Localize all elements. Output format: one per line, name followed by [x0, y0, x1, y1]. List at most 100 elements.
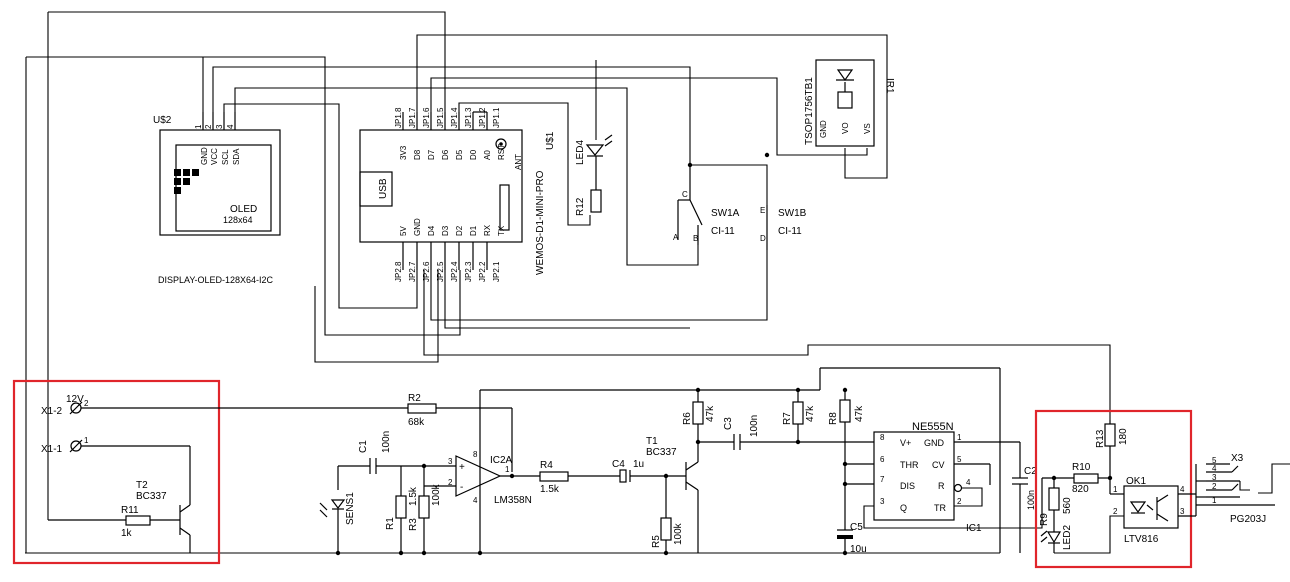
r9-label: R9 — [1039, 513, 1050, 526]
pin-num: 5 — [1212, 456, 1217, 465]
x11-label: X1-1 — [41, 444, 63, 455]
pin-label: D — [760, 234, 766, 243]
oled-text: OLED — [230, 204, 257, 215]
c1-label: C1 — [358, 440, 369, 453]
r1-label: R1 — [385, 517, 396, 530]
r13-value: 180 — [1118, 428, 1129, 445]
pin-label: THR — [900, 460, 919, 470]
pin-num: 1 — [957, 433, 962, 442]
pin-num: 3 — [1212, 473, 1217, 482]
r7-value: 47k — [805, 405, 816, 422]
c4-value: 1u — [633, 459, 644, 470]
led4-r12: LED4 R12 — [575, 134, 613, 216]
pin-label: E — [760, 206, 765, 215]
pin-label: CV — [932, 460, 945, 470]
pin-label: GND — [924, 438, 945, 448]
t2-value: BC337 — [136, 491, 167, 502]
signal-label: TX — [497, 225, 506, 236]
r8-value: 47k — [854, 405, 865, 422]
pin-num: 2 — [957, 497, 962, 506]
pin-num: 8 — [880, 433, 885, 442]
wemos-bottom-pins: 5V GND D4 D3 D2 D1 RX TX JP2.8 JP2.7 JP2… — [394, 218, 506, 282]
c3-label: C3 — [723, 417, 734, 430]
pin-label: V+ — [900, 438, 911, 448]
pin-num: 4 — [966, 478, 971, 487]
signal-label: D2 — [455, 225, 464, 236]
pin-label: A — [673, 233, 679, 242]
pin-label: R — [938, 481, 945, 491]
pin-label: DIS — [900, 481, 915, 491]
pin-label: JP1.2 — [478, 107, 487, 128]
oled-pin-label: GND — [200, 147, 209, 165]
c1-value: 100n — [381, 431, 392, 453]
pin-label: TR — [934, 503, 946, 513]
sens1-label: SENS1 — [345, 492, 356, 525]
optocoupler-stage: R13 180 R10 820 R9 560 LED2 OK1 LTV816 1… — [1034, 409, 1196, 569]
pin-label: 4 — [473, 496, 478, 505]
r1-value: 1.5k — [408, 486, 419, 506]
wemos-top-pins: JP1.8 JP1.7 JP1.6 JP1.5 JP1.4 JP1.3 JP1.… — [394, 107, 506, 160]
pin-label: JP1.7 — [408, 107, 417, 128]
pin-label: 1 — [505, 465, 510, 474]
pin-label: JP1.6 — [422, 107, 431, 128]
oled-pin-num: 1 — [194, 124, 203, 129]
oled-name: DISPLAY-OLED-128X64-I2C — [158, 275, 274, 285]
pin-label: VO — [841, 122, 850, 134]
r3-label: R3 — [408, 518, 419, 531]
pin-label: JP2.8 — [394, 261, 403, 282]
pin-label: JP2.3 — [464, 261, 473, 282]
pin-label: C — [682, 190, 688, 199]
led4-label: LED4 — [575, 140, 586, 165]
r10-value: 820 — [1072, 484, 1089, 495]
wemos-name: WEMOS-D1-MINI-PRO — [535, 170, 546, 275]
pin-label: JP2.4 — [450, 261, 459, 282]
oled-size: 128x64 — [223, 215, 253, 225]
c2-value: 100n — [1026, 490, 1036, 510]
oled-pin-label: SDA — [232, 148, 241, 165]
ic2a-value: LM358N — [494, 495, 532, 506]
sw1a-value: CI-11 — [711, 226, 735, 237]
r6-label: R6 — [682, 412, 693, 425]
oled-ref: U$2 — [153, 115, 172, 126]
ir1-label: IR1 — [884, 78, 895, 94]
r4-label: R4 — [540, 460, 553, 471]
signal-label: D6 — [441, 149, 450, 160]
pin-label: JP2.7 — [408, 261, 417, 282]
op-minus: - — [460, 482, 463, 493]
wemos-ref: U$1 — [545, 131, 556, 150]
pin-label: 2 — [448, 478, 453, 487]
ne555-timer: NE555N IC1 V+ THR DIS Q GND CV R TR 8 6 … — [820, 387, 1043, 556]
pin-label: 1 — [84, 436, 89, 445]
signal-label: 3V3 — [399, 145, 408, 160]
pin-num: 1 — [1113, 485, 1118, 494]
oled-pixel-icon — [174, 169, 199, 194]
pin-label: JP1.5 — [436, 107, 445, 128]
usb-label: USB — [378, 178, 389, 199]
oled-pin-num: 3 — [215, 124, 224, 129]
r7-label: R7 — [782, 412, 793, 425]
led2-label: LED2 — [1062, 525, 1073, 550]
sw1b-value: CI-11 — [778, 226, 802, 237]
opamp-stage: R2 68k C1 100n SENS1 R1 1.5k R3 100k IC2… — [319, 389, 820, 556]
x3-label: X3 — [1231, 453, 1244, 464]
pin-num: 2 — [1212, 482, 1217, 491]
signal-label: D7 — [427, 149, 436, 160]
pin-num: 4 — [1180, 485, 1185, 494]
pin-label: JP1.4 — [450, 107, 459, 128]
r3-value: 100k — [431, 483, 442, 506]
pin-label: 2 — [84, 399, 89, 408]
oled-pin-label: VCC — [210, 148, 219, 165]
pin-label: JP1.8 — [394, 107, 403, 128]
pin-label: GND — [819, 120, 828, 138]
r13-label: R13 — [1095, 429, 1106, 448]
c5-label: C5 — [850, 522, 863, 533]
r8-label: R8 — [828, 412, 839, 425]
oled-pin-num: 2 — [204, 124, 213, 129]
pin-label: 8 — [473, 450, 478, 459]
bus-wires — [25, 11, 1111, 554]
pin-label: 3 — [448, 457, 453, 466]
pin-num: 5 — [957, 455, 962, 464]
signal-label: D8 — [413, 149, 422, 160]
sw1a-label: SW1A — [711, 208, 740, 219]
